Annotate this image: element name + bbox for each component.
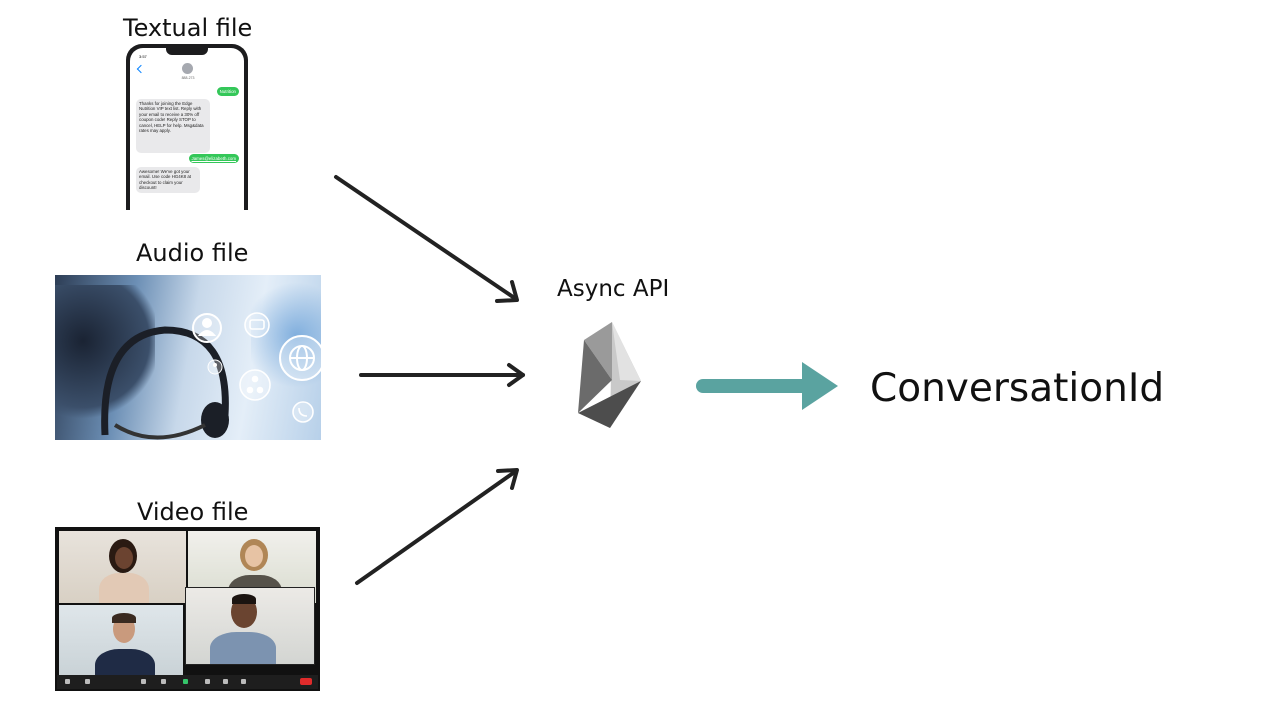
headset-icon (101, 326, 229, 440)
video-file-image (55, 527, 320, 691)
record-icon (223, 679, 228, 684)
video-tile-participant-1 (59, 531, 186, 603)
message-bubble-incoming: Awesome! We've got your email. Use code … (136, 167, 200, 193)
leave-button (300, 678, 312, 685)
video-file-label: Video file (137, 498, 249, 526)
meeting-toolbar (57, 675, 318, 689)
audio-illustration (101, 312, 321, 440)
phone-screenshot: 3:57 888-273 Nutrition Thanks for joinin… (126, 44, 248, 210)
participants-icon (161, 679, 166, 684)
video-tile-participant-4 (185, 587, 315, 665)
async-api-logo (578, 322, 641, 428)
message-bubble-outgoing: James@elizabeth.com (188, 154, 239, 164)
audio-file-image (55, 275, 321, 440)
conversation-id-label: ConversationId (870, 366, 1165, 411)
phone-status-time: 3:57 (139, 54, 147, 59)
arrow-video-to-api (355, 468, 519, 585)
async-api-label: Async API (557, 276, 670, 302)
globe-icon (279, 335, 321, 381)
chat-icon (205, 679, 210, 684)
contact-avatar-icon (182, 63, 193, 74)
textual-file-label: Textual file (123, 14, 253, 42)
share-screen-icon (183, 679, 188, 684)
chat-icon (244, 312, 270, 338)
audio-file-label: Audio file (136, 239, 249, 267)
mute-icon (65, 679, 70, 684)
message-bubble-outgoing: Nutrition (216, 87, 239, 97)
arrow-audio-to-api (359, 363, 525, 387)
phone-icon (292, 401, 314, 423)
arrow-api-to-conversation-id (696, 362, 838, 410)
arrow-textual-to-api (334, 175, 519, 303)
video-tile-participant-3 (59, 605, 183, 677)
small-person-icon (207, 359, 223, 375)
reactions-icon (241, 679, 246, 684)
phone-notch (166, 48, 208, 55)
person-icon (192, 313, 222, 343)
video-camera-icon (85, 679, 90, 684)
security-icon (141, 679, 146, 684)
phone-screen: 3:57 888-273 Nutrition Thanks for joinin… (130, 48, 244, 210)
network-icon (239, 369, 271, 401)
contact-name: 888-273 (181, 76, 195, 80)
message-bubble-incoming: Thanks for joining the Edge Nutrition VI… (136, 99, 210, 153)
